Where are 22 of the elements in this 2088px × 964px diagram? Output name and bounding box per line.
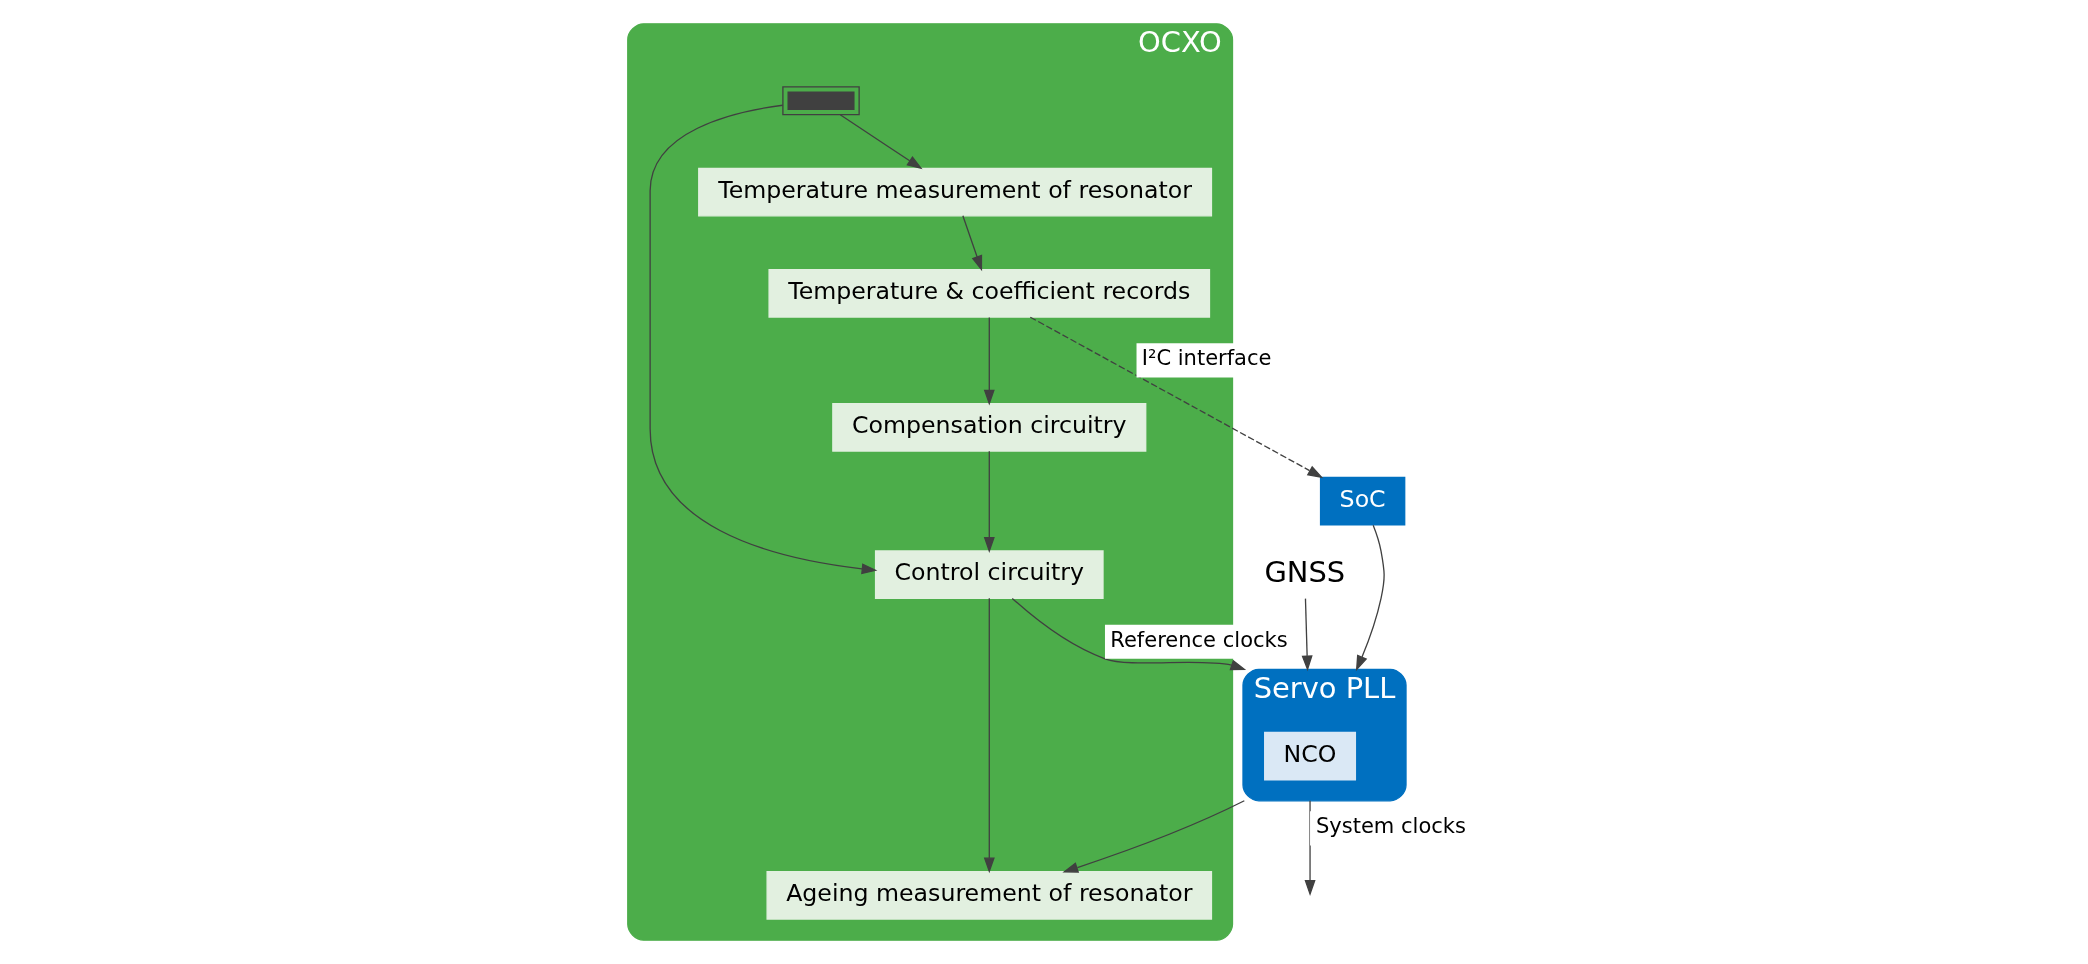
arrow xyxy=(1029,316,1323,479)
arrow xyxy=(1355,524,1385,672)
arrow xyxy=(839,114,923,170)
arrow xyxy=(983,316,995,406)
arrow xyxy=(1061,800,1245,873)
node-box: Compensation circuitry xyxy=(831,403,1146,452)
arrow xyxy=(983,450,995,553)
arrow xyxy=(648,104,877,575)
node-box: Ageing measurement of resonator xyxy=(765,871,1212,920)
node-box: Control circuitry xyxy=(874,550,1104,599)
node-text: GNSS xyxy=(1263,555,1345,590)
arrow xyxy=(961,215,982,272)
node-box: Temperature & coefficient records xyxy=(767,269,1210,318)
edge-label: System clocks xyxy=(1315,813,1466,839)
arrow xyxy=(1011,597,1246,671)
arrow xyxy=(1304,800,1316,896)
arrow xyxy=(983,597,995,874)
node-box: Temperature measurement of resonator xyxy=(697,167,1212,217)
node-crystal xyxy=(781,86,860,116)
node-box: NCO xyxy=(1263,731,1356,781)
arrow xyxy=(1301,597,1313,672)
node-box: SoC xyxy=(1319,476,1405,526)
